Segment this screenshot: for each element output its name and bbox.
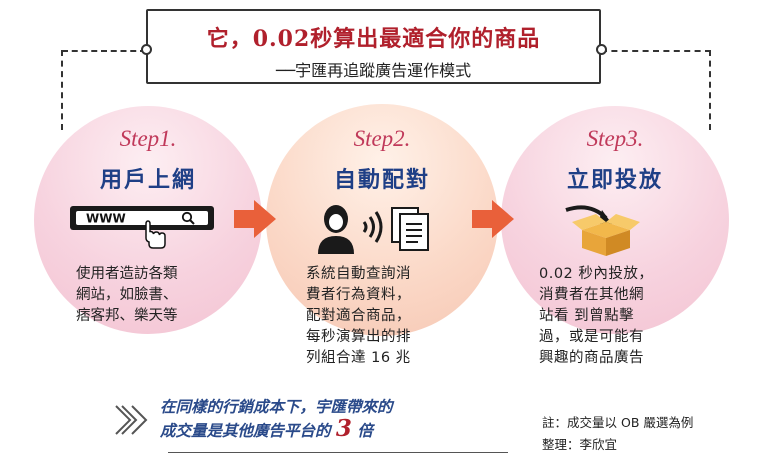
- bottom-statement-suffix: 倍: [357, 421, 373, 440]
- step2-desc-line: 系統自動查詢消: [306, 266, 411, 282]
- step1-label: Step1.: [119, 126, 177, 151]
- bottom-statement-line2: 成交量是其他廣告平台的 3 倍: [160, 415, 393, 442]
- svg-text:WWW: WWW: [86, 212, 126, 226]
- box-delivery-icon: [562, 200, 652, 256]
- note-editor: 整理：李欣宜: [542, 437, 618, 452]
- step3-label: Step3.: [586, 126, 644, 151]
- bottom-statement-line1: 在同樣的行銷成本下，宇匯帶來的: [160, 397, 393, 416]
- title-box: 它，0.02秒算出最適合你的商品 ──宇匯再追蹤廣告運作模式: [146, 9, 601, 84]
- step3-desc-line: 0.02 秒內投放，: [539, 266, 654, 282]
- step2-description: 系統自動查詢消 費者行為資料， 配對適合商品， 每秒演算出的排 列組合達 16 …: [306, 264, 411, 369]
- note-source: 註：成交量以 OB 嚴選為例: [542, 415, 694, 430]
- connector-line-left-drop: [61, 50, 63, 130]
- step3-desc-line: 興趣的商品廣告: [539, 350, 644, 366]
- step2-desc-line: 配對適合商品，: [306, 308, 411, 324]
- step2-desc-line: 每秒演算出的排: [306, 329, 411, 345]
- step2-label: Step2.: [353, 126, 411, 151]
- step3-description: 0.02 秒內投放， 消費者在其他網 站看 到曾點擊 過，或是可能有 興趣的商品…: [539, 264, 653, 369]
- arrow-right-icon: [234, 200, 276, 242]
- bottom-underline: [168, 452, 508, 453]
- page-title: 它，0.02秒算出最適合你的商品: [206, 26, 541, 52]
- connector-line-right: [601, 50, 711, 52]
- step1-desc-line: 使用者造訪各類: [76, 266, 178, 282]
- step2-desc-line: 列組合達 16 兆: [306, 350, 411, 366]
- step1-desc-line: 痞客邦、樂天等: [76, 308, 178, 324]
- step2-title: 自動配對: [333, 168, 430, 193]
- title-knob-left: [141, 44, 152, 55]
- double-chevron-icon: [112, 402, 156, 442]
- step3-desc-line: 站看 到曾點擊: [539, 308, 635, 324]
- page-subtitle: ──宇匯再追蹤廣告運作模式: [275, 61, 472, 80]
- highlight-number: 3: [335, 415, 352, 442]
- step3-desc-line: 消費者在其他網: [539, 287, 644, 303]
- arrow-right-icon: [472, 200, 514, 242]
- title-knob-right: [596, 44, 607, 55]
- connector-line-left: [62, 50, 146, 52]
- user-signal-document-icon: [312, 200, 452, 256]
- bottom-statement-prefix: 成交量是其他廣告平台的: [160, 421, 331, 440]
- step1-description: 使用者造訪各類 網站，如臉書、 痞客邦、樂天等: [76, 264, 178, 327]
- step1-desc-line: 網站，如臉書、: [76, 287, 178, 303]
- browser-search-icon: WWW: [68, 204, 218, 250]
- connector-line-right-drop: [709, 50, 711, 130]
- step1-title: 用戶上網: [99, 168, 196, 193]
- step3-desc-line: 過，或是可能有: [539, 329, 644, 345]
- step2-desc-line: 費者行為資料，: [306, 287, 411, 303]
- step2-circle: [266, 104, 498, 336]
- step3-title: 立即投放: [566, 168, 663, 193]
- bottom-statement: 在同樣的行銷成本下，宇匯帶來的 成交量是其他廣告平台的 3 倍: [160, 396, 393, 442]
